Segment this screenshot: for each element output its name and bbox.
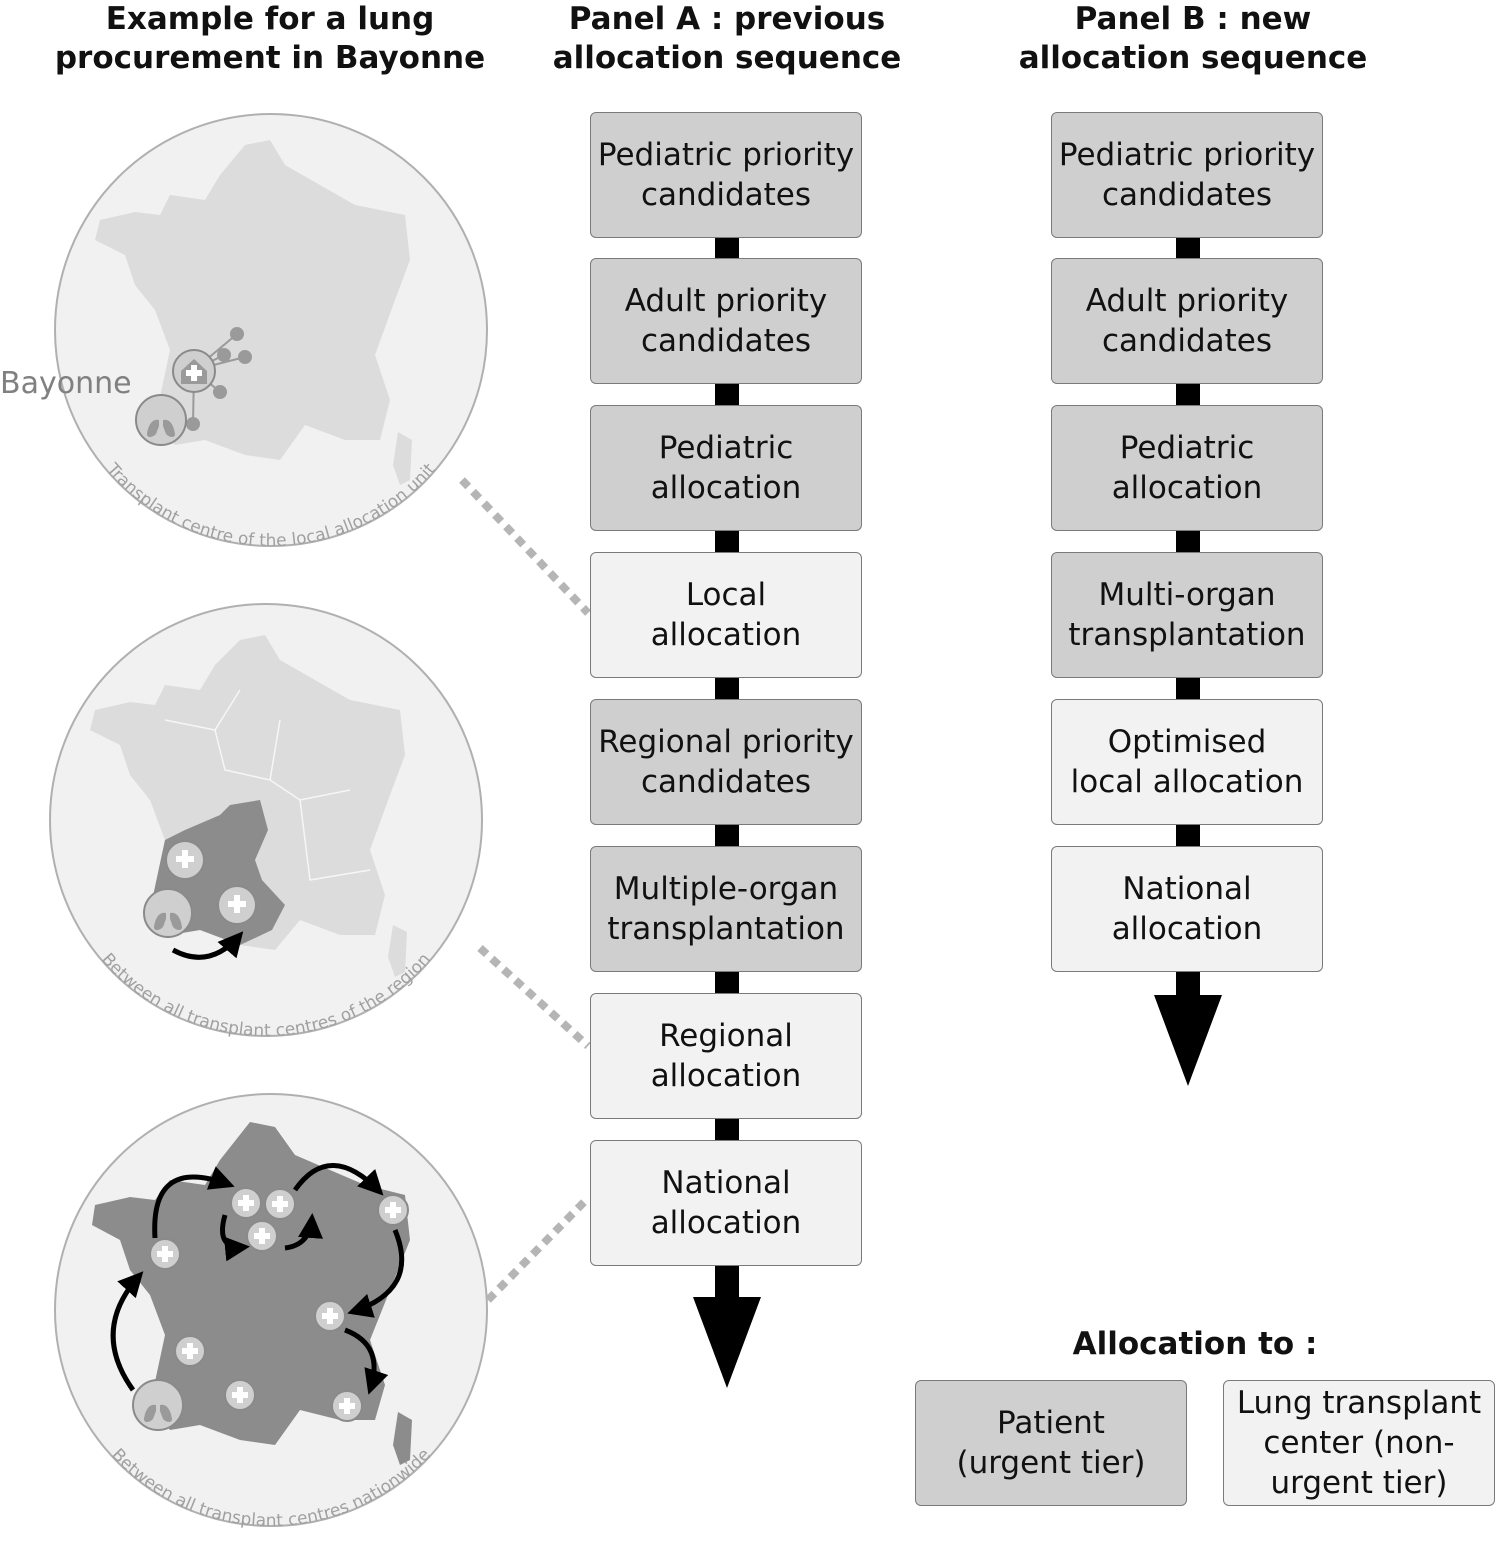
panel-a-connector [715, 384, 739, 405]
bayonne-label: Bayonne [0, 366, 132, 401]
legend-urgent-line1: Patient [997, 1405, 1105, 1441]
legend-urgent-line2: (urgent tier) [956, 1445, 1146, 1481]
hospital-icon [172, 349, 216, 393]
hospital-icon [217, 885, 257, 925]
step-line1: Regional priority [598, 724, 854, 760]
map-illustrations: Transplant centre of the local allocatio… [49, 113, 591, 1531]
legend-urgent-tier: Patient (urgent tier) [915, 1380, 1187, 1506]
step-line2: allocation [1111, 470, 1263, 506]
step-line2: transplantation [1068, 617, 1306, 653]
panel-a-connector [715, 1119, 739, 1140]
allocation-arrow [171, 931, 244, 960]
step-line1: National [661, 1165, 791, 1201]
panel-b-step-4: Multi-organ transplantation [1051, 552, 1323, 678]
panel-a-connector [715, 825, 739, 846]
panel-b-step-5: Optimised local allocation [1051, 699, 1323, 825]
panel-a-step-8: National allocation [590, 1140, 862, 1266]
step-line1: Pediatric [658, 430, 794, 466]
left-title-line2: procurement in Bayonne [54, 40, 486, 76]
step-line2: transplantation [607, 911, 845, 947]
panel-a-title: Panel A : previous allocation sequence [527, 0, 927, 78]
step-line1: National [1122, 871, 1252, 907]
panel-a-connector [715, 972, 739, 993]
legend-nonurgent-line2: center (non- [1263, 1425, 1455, 1461]
regional-map: Between all transplant centres of the re… [49, 603, 483, 1041]
step-line2: local allocation [1070, 764, 1304, 800]
local-unit-map: Transplant centre of the local allocatio… [54, 113, 488, 551]
step-line1: Regional [659, 1018, 793, 1054]
panel-b-arrow [1154, 971, 1222, 1086]
panel-a-step-5: Regional priority candidates [590, 699, 862, 825]
step-line2: candidates [640, 764, 812, 800]
step-line1: Pediatric priority [1058, 137, 1316, 173]
panel-a-connector [715, 531, 739, 552]
step-line2: allocation [650, 1058, 802, 1094]
step-line1: Adult priority [1085, 283, 1289, 319]
step-line2: candidates [1101, 323, 1273, 359]
left-title-line1: Example for a lung [105, 1, 435, 37]
step-line2: allocation [650, 1205, 802, 1241]
step-line1: Pediatric priority [597, 137, 855, 173]
step-line1: Adult priority [624, 283, 828, 319]
step-line1: Local [685, 577, 767, 613]
leader-lines [459, 477, 591, 1303]
legend-nonurgent-line1: Lung transplant [1236, 1385, 1482, 1421]
panel-b-connector [1176, 238, 1200, 258]
step-line1: Pediatric [1119, 430, 1255, 466]
step-line1: Multiple-organ [613, 871, 839, 907]
hospital-icon [165, 840, 205, 880]
panel-b-connector [1176, 678, 1200, 699]
step-line2: allocation [650, 617, 802, 653]
panel-a-step-6: Multiple-organ transplantation [590, 846, 862, 972]
legend-title: Allocation to : [1072, 1326, 1318, 1362]
panel-a-step-4: Local allocation [590, 552, 862, 678]
panel-b-connector [1176, 384, 1200, 405]
step-line1: Multi-organ [1098, 577, 1276, 613]
panel-a-title-line1: Panel A : previous [568, 1, 886, 37]
panel-b-step-6: National allocation [1051, 846, 1323, 972]
lungs-icon [143, 888, 193, 938]
panel-a-step-3: Pediatric allocation [590, 405, 862, 531]
legend-nonurgent-line3: urgent tier) [1270, 1465, 1448, 1501]
panel-a-step-1: Pediatric priority candidates [590, 112, 862, 238]
step-line2: allocation [650, 470, 802, 506]
panel-b-step-2: Adult priority candidates [1051, 258, 1323, 384]
panel-a-step-7: Regional allocation [590, 993, 862, 1119]
legend-non-urgent-tier: Lung transplant center (non- urgent tier… [1223, 1380, 1495, 1506]
panel-b-title: Panel B : new allocation sequence [993, 0, 1393, 78]
step-line2: candidates [1101, 177, 1273, 213]
step-line2: allocation [1111, 911, 1263, 947]
panel-b-step-3: Pediatric allocation [1051, 405, 1323, 531]
panel-b-connector [1176, 825, 1200, 846]
panel-a-connector [715, 238, 739, 258]
panel-b-connector [1176, 531, 1200, 552]
step-line1: Optimised [1107, 724, 1267, 760]
step-line2: candidates [640, 177, 812, 213]
left-column-title: Example for a lung procurement in Bayonn… [30, 0, 510, 78]
panel-b-title-line1: Panel B : new [1074, 1, 1312, 37]
allocation-arrows [110, 1163, 405, 1395]
national-map: Between all transplant centres nationwid… [54, 1093, 488, 1531]
panel-a-arrow [693, 1266, 761, 1388]
step-line2: candidates [640, 323, 812, 359]
lungs-icon [135, 394, 187, 446]
panel-a-step-2: Adult priority candidates [590, 258, 862, 384]
panel-a-title-line2: allocation sequence [552, 40, 902, 76]
panel-b-title-line2: allocation sequence [1018, 40, 1368, 76]
lungs-icon [132, 1379, 184, 1431]
panel-a-connector [715, 678, 739, 699]
hospital-icon-group [149, 1187, 409, 1422]
panel-b-step-1: Pediatric priority candidates [1051, 112, 1323, 238]
